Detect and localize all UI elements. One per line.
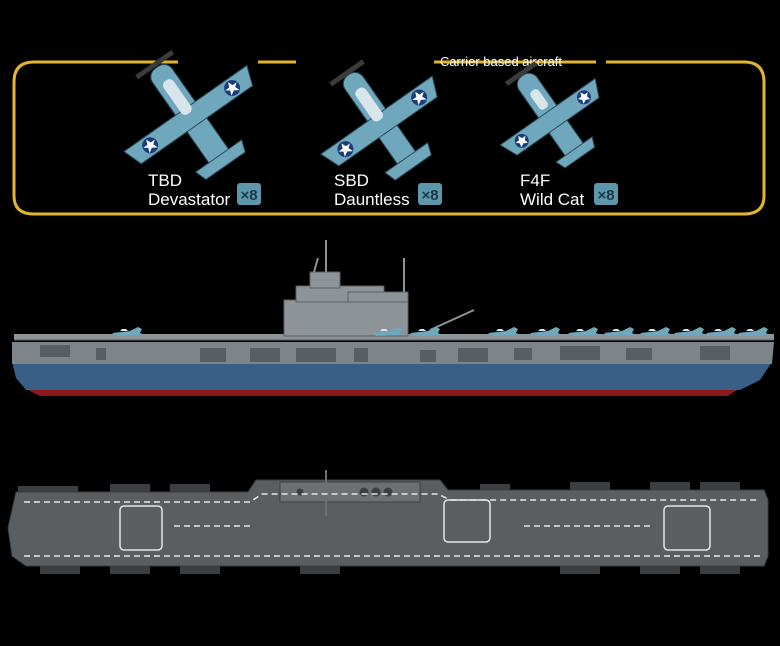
f4f-count-badge	[594, 183, 618, 205]
sbd-line2: Dauntless	[334, 190, 410, 209]
sbd-count: ×8	[421, 187, 438, 204]
tbd-devastator-icon	[123, 49, 254, 181]
carrier-side-view-icon	[12, 240, 774, 396]
tbd-count-badge	[237, 183, 261, 205]
tbd-line1: TBD	[148, 171, 182, 190]
f4f-wildcat-icon	[499, 61, 600, 169]
sbd-count-badge	[418, 183, 442, 205]
panel-title: Carrier based aircraft	[440, 54, 562, 69]
f4f-line1: F4F	[520, 171, 550, 190]
f4f-line2: Wild Cat	[520, 190, 585, 209]
tbd-count: ×8	[240, 187, 257, 204]
tbd-line2: Devastator	[148, 190, 231, 209]
sbd-line1: SBD	[334, 171, 369, 190]
aircraft-panel: Carrier based aircraft TBD Devastator ×8…	[12, 49, 766, 216]
f4f-count: ×8	[597, 187, 614, 204]
panel-border	[12, 60, 766, 216]
sbd-dauntless-icon	[319, 59, 438, 181]
carrier-deck-view-icon	[7, 470, 769, 574]
